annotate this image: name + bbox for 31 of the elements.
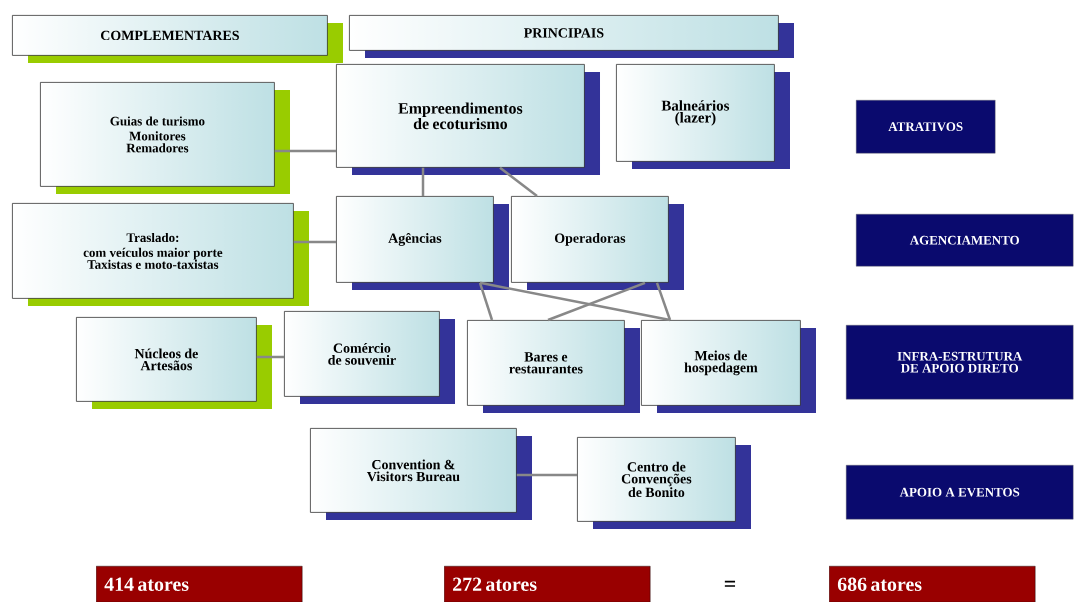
connector-line [256, 355, 284, 359]
connector-line [516, 473, 577, 477]
connector-line [274, 149, 336, 153]
total-box: 414 atores [96, 566, 303, 602]
actor-box: Guias de turismo Monitores Remadores [40, 82, 290, 194]
equals-sign: = [724, 580, 736, 587]
connector-line [478, 282, 494, 321]
actor-box: Operadoras [511, 196, 684, 290]
connector-line [547, 281, 646, 322]
actor-box: Balneários (lazer) [616, 64, 790, 169]
category-box: AGENCIAMENTO [856, 214, 1074, 267]
actor-box: Centro de Convenções de Bonito [577, 437, 751, 529]
actor-box: Traslado: com veículos maior porte Taxistas e moto-taxistas [12, 203, 309, 306]
connector-line [655, 282, 672, 321]
connector-line [421, 167, 425, 196]
actor-box: Bares e restaurantes [467, 320, 640, 413]
total-box: 686 atores [829, 566, 1036, 602]
actor-box: Convention & Visitors Bureau [310, 428, 532, 520]
total-box: 272 atores [444, 566, 651, 602]
actor-box: Comércio de souvenir [284, 311, 455, 404]
category-box: APOIO A EVENTOS [846, 465, 1074, 520]
connector-line [293, 240, 336, 244]
actor-box: Agências [336, 196, 509, 290]
actor-box: Núcleos de Artesãos [76, 317, 272, 409]
header-box: COMPLEMENTARES [12, 15, 343, 63]
actor-box: Empreendimentos de ecoturismo [336, 64, 600, 175]
category-box: ATRATIVOS [856, 100, 996, 154]
category-box: INFRA-ESTRUTURA DE APOIO DIRETO [846, 325, 1074, 400]
actor-box: Meios de hospedagem [641, 320, 816, 413]
connector-line [479, 281, 671, 322]
header-box: PRINCIPAIS [349, 15, 794, 58]
